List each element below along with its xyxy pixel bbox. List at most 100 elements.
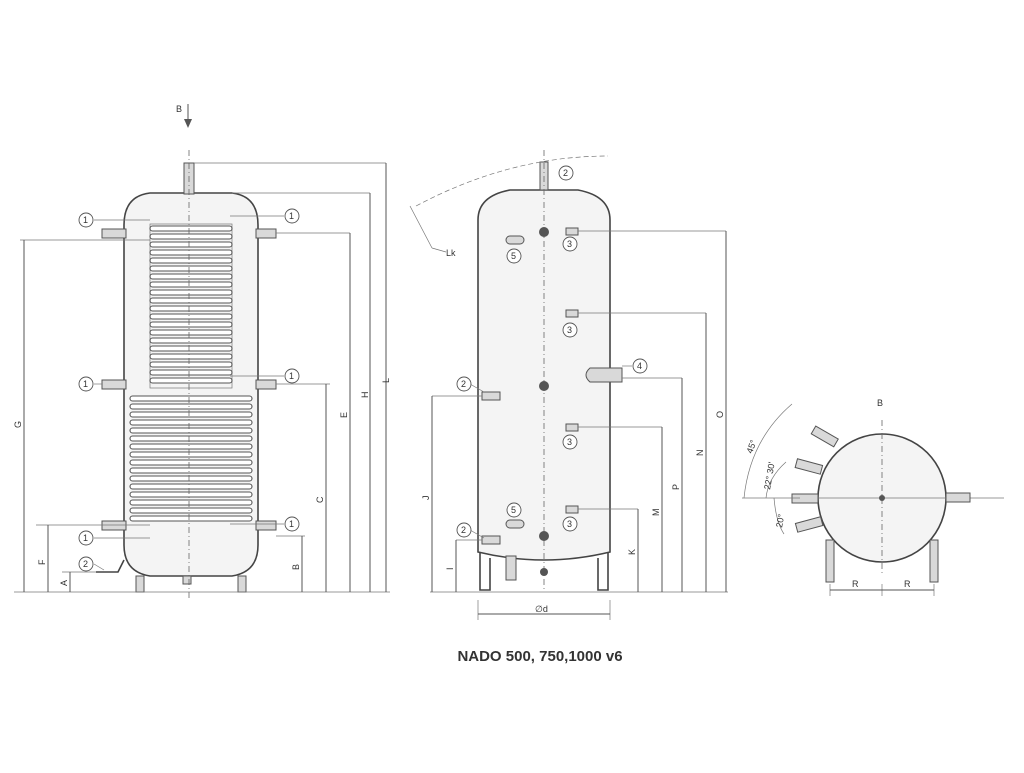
label-Lk: Lk [446,248,456,258]
svg-text:3: 3 [567,437,572,447]
heating-element-port [585,367,623,383]
coil-turn [149,329,233,336]
connection-right-top [255,228,277,239]
coil-turn [149,361,233,368]
coil-turn [129,435,253,442]
connection-left-bottom [101,520,127,531]
side-view-label: B [877,398,883,408]
angle-45: 45° [744,438,758,455]
coil-turn [149,345,233,352]
label-O: O [715,411,725,418]
view-arrow-label: B [176,104,182,114]
label-J: J [421,496,431,501]
coil-turn [129,515,253,522]
coil-turn [149,313,233,320]
label-K: K [627,549,637,555]
flange-middle [539,381,549,391]
callout-2-top-front: 2 [558,165,574,181]
callout-1-bottom-left: 1 [78,530,150,546]
coil-turn [149,321,233,328]
coil-turn [129,451,253,458]
angle-20: 20° [774,513,786,529]
coil-turn [149,241,233,248]
callout-1-mid-left: 1 [78,376,102,392]
upper-coil-turns [149,225,233,384]
bottom-outlet-front [505,555,517,581]
svg-text:4: 4 [637,361,642,371]
connection-right-mid [255,379,277,390]
svg-text:2: 2 [563,168,568,178]
coil-turn [129,467,253,474]
label-I: I [445,567,455,570]
anode-bottom [505,519,525,529]
upper-coil [149,223,233,389]
label-d: ∅d [535,604,548,614]
svg-text:2: 2 [461,379,466,389]
angle-22-30: 22° 30' [762,461,777,490]
callout-2-drain: 2 [78,556,105,572]
view-arrow-head [184,119,192,128]
callout-4: 4 [622,358,648,374]
label-E: E [339,412,349,418]
label-H: H [360,392,370,399]
label-G: G [13,421,23,428]
coil-turn [129,395,253,402]
label-C: C [315,496,325,503]
sensor-sleeves [565,227,579,514]
lower-coil-turns [129,395,253,522]
label-M: M [651,509,661,517]
port-bottom-left [481,535,501,545]
svg-text:3: 3 [567,239,572,249]
coil-turn [149,369,233,376]
svg-text:2: 2 [461,525,466,535]
coil-turn [129,491,253,498]
callout-3-2: 3 [562,322,578,338]
coil-turn [149,233,233,240]
svg-text:3: 3 [567,519,572,529]
flange-drain [540,568,548,576]
coil-turn [149,225,233,232]
connection-left-mid [101,379,127,390]
leg-right [237,575,247,593]
section-view: B [13,104,391,600]
svg-text:2: 2 [83,559,88,569]
coil-turn [149,265,233,272]
label-L: L [381,378,391,383]
coil-turn [129,499,253,506]
bottom-drain [182,575,192,585]
drawing-caption: NADO 500, 750,1000 v6 [457,648,623,665]
label-N: N [695,450,705,457]
coil-turn [129,403,253,410]
svg-text:5: 5 [511,251,516,261]
coil-turn [129,459,253,466]
coil-turn [129,483,253,490]
svg-text:1: 1 [289,211,294,221]
label-F: F [37,559,47,565]
label-R-right: R [904,579,911,589]
label-R-left: R [852,579,859,589]
anode-top [505,235,525,245]
svg-text:1: 1 [289,519,294,529]
callout-5-top: 5 [506,248,522,264]
svg-text:1: 1 [83,533,88,543]
drain-pipe [96,559,125,573]
callout-1-top-right: 1 [230,208,300,224]
coil-turn [129,427,253,434]
svg-text:1: 1 [83,215,88,225]
top-view: B 45° 22° 30' 20° R R [742,398,1004,596]
label-A: A [59,580,69,586]
callout-1-bottom-right: 1 [230,516,300,532]
label-B: B [291,564,301,570]
connection-left-top [101,228,127,239]
callout-2-mid-front: 2 [456,376,485,393]
coil-turn [149,289,233,296]
callout-1-top-left: 1 [78,212,150,228]
callout-5-bottom: 5 [506,502,522,518]
callout-3-4: 3 [562,516,578,532]
coil-turn [149,281,233,288]
flange-bottom [539,531,549,541]
svg-text:5: 5 [511,505,516,515]
coil-turn [149,305,233,312]
